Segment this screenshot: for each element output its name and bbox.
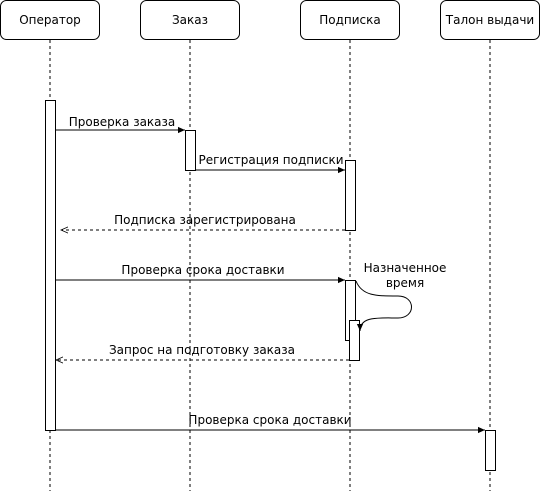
message-subscription-registered[interactable]: Подписка зарегистрирована — [61, 213, 345, 230]
message-scheduled-time[interactable]: Назначенное время — [355, 261, 447, 332]
lifeline-order-label: Заказ — [172, 13, 208, 27]
lifeline-subscription-label: Подписка — [319, 13, 381, 27]
message-register-subscription-label: Регистрация подписки — [198, 153, 343, 167]
message-prepare-order-request-label: Запрос на подготовку заказа — [109, 343, 295, 357]
message-subscription-registered-label: Подписка зарегистрирована — [114, 213, 296, 227]
activation-ticket[interactable] — [485, 430, 496, 471]
activation-operator[interactable] — [45, 100, 56, 431]
lifeline-ticket-label: Талон выдачи — [445, 13, 534, 27]
message-scheduled-time-label-line2: время — [386, 276, 424, 290]
lifeline-subscription[interactable]: Подписка — [300, 0, 400, 40]
lifeline-operator[interactable]: Оператор — [0, 0, 100, 40]
message-check-delivery-ticket-label: Проверка срока доставки — [188, 413, 351, 427]
message-check-delivery-label: Проверка срока доставки — [121, 263, 284, 277]
lifeline-order[interactable]: Заказ — [140, 0, 240, 40]
lifeline-operator-label: Оператор — [19, 13, 81, 27]
message-check-delivery-ticket[interactable]: Проверка срока доставки — [56, 413, 485, 434]
message-scheduled-time-label-line1: Назначенное — [364, 261, 447, 275]
lifeline-ticket[interactable]: Талон выдачи — [440, 0, 540, 40]
activation-subscription-1[interactable] — [345, 160, 356, 231]
message-check-order[interactable]: Проверка заказа — [56, 115, 185, 134]
message-check-order-label: Проверка заказа — [69, 115, 176, 129]
message-prepare-order-request[interactable]: Запрос на подготовку заказа — [56, 343, 349, 360]
message-register-subscription[interactable]: Регистрация подписки — [196, 153, 345, 174]
activation-subscription-3[interactable] — [349, 320, 360, 361]
activation-order[interactable] — [185, 130, 196, 171]
message-check-delivery[interactable]: Проверка срока доставки — [56, 263, 345, 284]
